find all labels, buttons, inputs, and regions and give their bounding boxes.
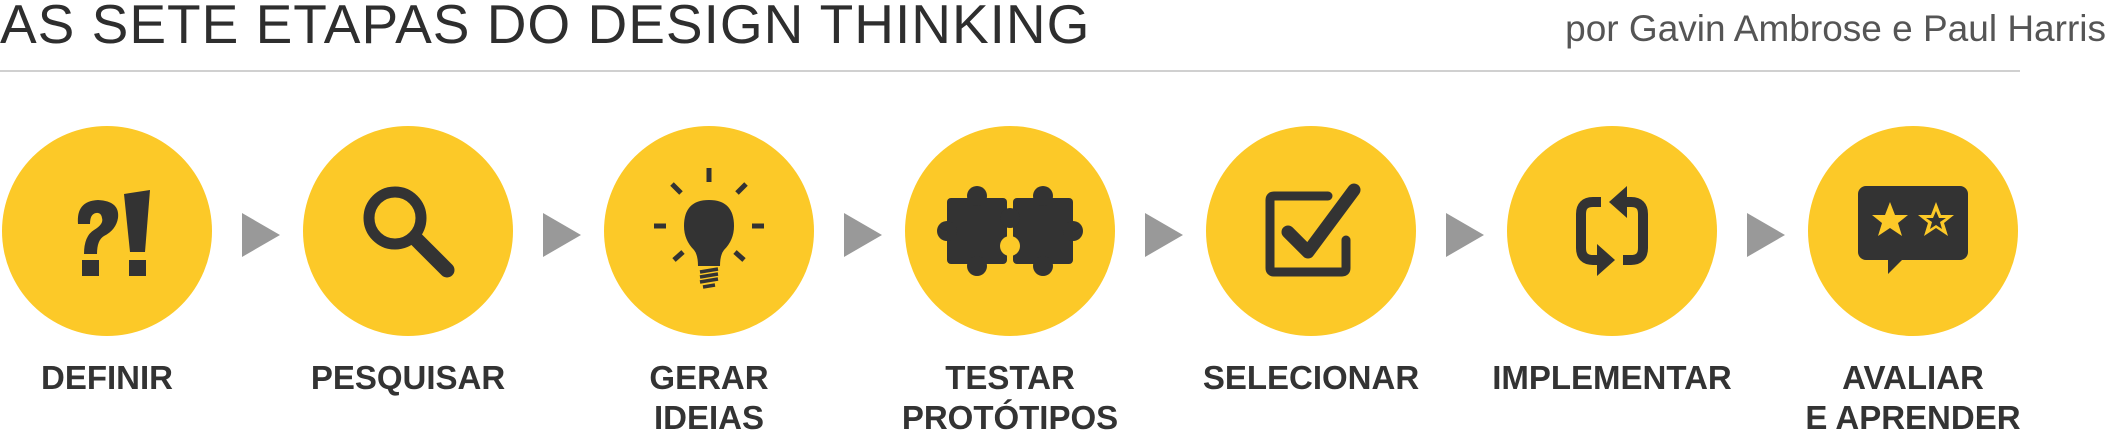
step-label: IMPLEMENTAR <box>1492 359 1732 396</box>
step-label: PESQUISAR <box>310 359 506 396</box>
step-circle <box>1206 126 1416 336</box>
step-avaliar-e-aprender: AVALIAR E APRENDER <box>1805 126 2021 436</box>
step-label: AVALIAR E APRENDER <box>1805 359 2021 436</box>
arrow-1 <box>242 213 280 257</box>
step-selecionar: SELECIONAR <box>1203 126 1419 426</box>
step-implementar: IMPLEMENTAR <box>1492 126 1732 426</box>
step-circle <box>905 126 1115 336</box>
header: AS SETE ETAPAS DO DESIGN THINKING por Ga… <box>0 0 2106 70</box>
page-title: AS SETE ETAPAS DO DESIGN THINKING <box>0 0 1091 55</box>
header-divider <box>0 70 2020 72</box>
step-circle <box>1808 126 2018 336</box>
step-label: GERAR IDEIAS <box>649 359 769 436</box>
lightbulb-icon <box>654 168 764 289</box>
page-subtitle: por Gavin Ambrose e Paul Harris <box>1565 8 2106 49</box>
stars-review-icon <box>1858 186 1968 274</box>
arrow-3 <box>844 213 882 257</box>
step-label: DEFINIR <box>41 359 173 396</box>
step-circle <box>604 126 814 336</box>
step-label: SELECIONAR <box>1202 359 1420 396</box>
arrow-2 <box>543 213 581 257</box>
step-testar-prototipos: TESTAR PROTÓTIPOS <box>902 126 1118 436</box>
arrow-6 <box>1747 213 1785 257</box>
arrow-5 <box>1446 213 1484 257</box>
step-definir: DEFINIR <box>2 126 212 426</box>
step-gerar-ideias: GERAR IDEIAS <box>604 126 814 436</box>
checkbox-icon <box>1265 183 1361 277</box>
refresh-icon <box>1576 186 1648 276</box>
arrow-4 <box>1145 213 1183 257</box>
step-circle <box>1507 126 1717 336</box>
step-pesquisar: PESQUISAR <box>303 126 513 426</box>
step-label: TESTAR PROTÓTIPOS <box>901 359 1119 436</box>
puzzle-icon <box>937 186 1083 276</box>
magnifier-icon <box>363 186 455 278</box>
step-circle <box>303 126 513 336</box>
question-exclamation-icon <box>77 190 150 276</box>
step-circle <box>2 126 212 336</box>
